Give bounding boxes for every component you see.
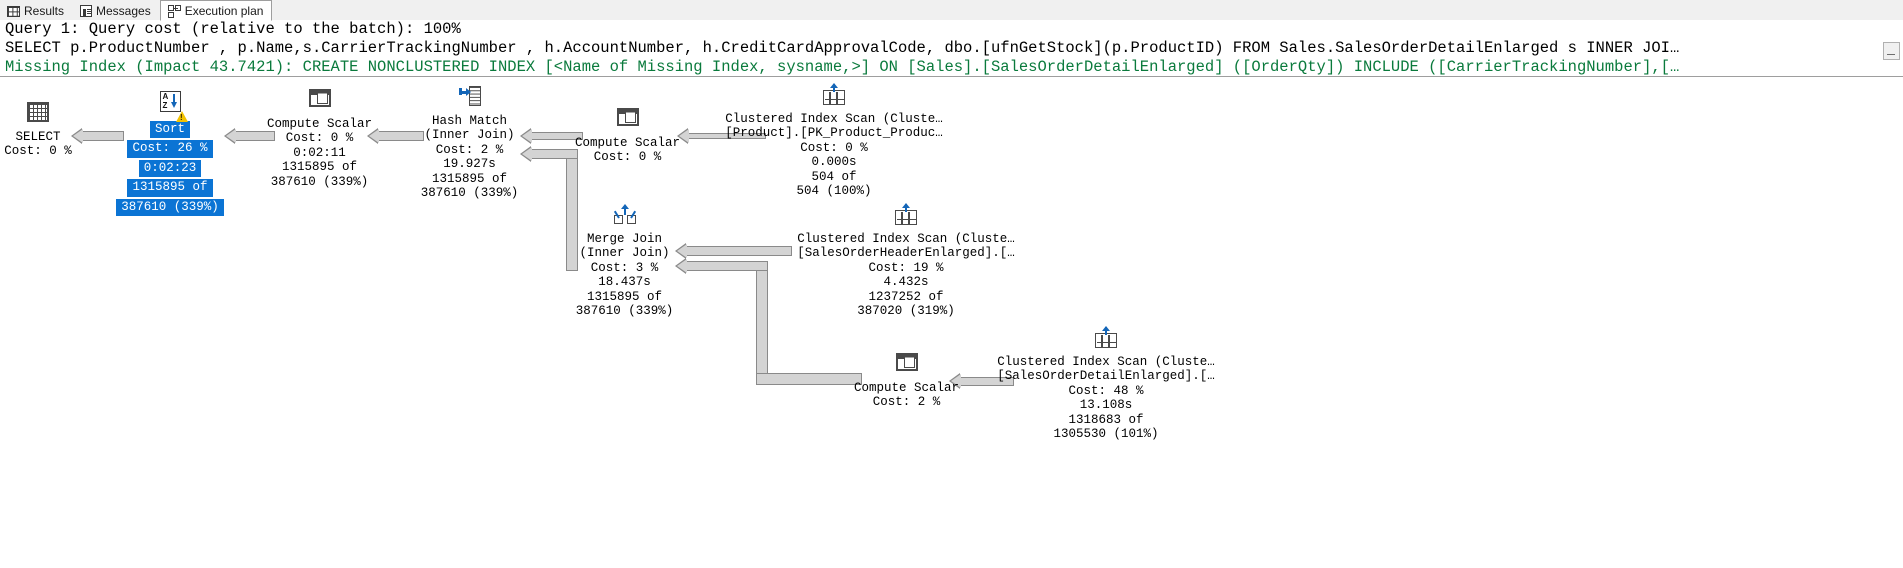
plan-node-merge-join-line-2: Cost: 3 % — [590, 260, 659, 275]
tab-messages-label: Messages — [96, 3, 151, 18]
plan-node-cis-detail-line-3: 13.108s — [1079, 398, 1133, 413]
merge-join-icon — [612, 204, 638, 230]
plan-node-hash-match-line-0: Hash Match — [431, 114, 507, 128]
compute-scalar-icon — [615, 108, 641, 134]
query-pane-scroll-button[interactable] — [1883, 42, 1900, 60]
connector-compute2-to-hashmatch — [520, 128, 583, 144]
plan-node-compute-scalar-3-line-0: Compute Scalar — [853, 381, 960, 395]
plan-node-cis-product-line-0: Clustered Index Scan (Cluste… — [725, 112, 943, 126]
connector-sort-to-select — [71, 128, 124, 144]
plan-node-cis-product-line-2: Cost: 0 % — [800, 140, 868, 155]
plan-node-cis-header-line-2: Cost: 19 % — [868, 260, 944, 275]
connector-hashmatch-to-compute1 — [367, 128, 424, 144]
plan-node-compute-scalar-2-line-1: Cost: 0 % — [593, 150, 662, 165]
plan-node-select-line-1: Cost: 0 % — [4, 144, 72, 159]
tab-messages[interactable]: Messages — [73, 0, 160, 20]
tab-execution-plan-label: Execution plan — [184, 3, 264, 18]
plan-node-compute-scalar-1-line-0: Compute Scalar — [266, 117, 373, 131]
plan-node-merge-join-line-5: 387610 (339%) — [575, 304, 674, 319]
messages-icon — [80, 5, 93, 17]
grid-icon — [7, 5, 20, 17]
connector-cisproduct-to-compute2 — [677, 128, 766, 144]
plan-node-sort[interactable]: AZ Sort Cost: 26 % 0:02:23 1315895 of 38… — [110, 89, 230, 217]
plan-node-hash-match[interactable]: Hash Match (Inner Join) Cost: 2 % 19.927… — [408, 83, 531, 200]
plan-node-cis-product-line-3: 0.000s — [811, 155, 857, 170]
plan-node-merge-join-line-4: 1315895 of — [586, 289, 662, 304]
plan-node-merge-join-line-3: 18.437s — [598, 275, 651, 290]
connector-cisdetail-to-compute3 — [949, 373, 1014, 389]
plan-node-cis-header-line-3: 4.432s — [883, 275, 929, 290]
plan-node-hash-match-line-1: (Inner Join) — [424, 128, 515, 143]
plan-node-sort-line-4: 387610 (339%) — [116, 198, 224, 217]
plan-node-clustered-index-scan-detail[interactable]: Clustered Index Scan (Cluste… [SalesOrde… — [986, 324, 1226, 441]
plan-node-compute-scalar-2-line-0: Compute Scalar — [574, 136, 681, 150]
plan-node-cis-header-line-5: 387020 (319%) — [857, 304, 955, 319]
plan-node-sort-line-3: 1315895 of — [127, 179, 213, 197]
plan-node-hash-match-line-4: 1315895 of — [431, 171, 507, 186]
clustered-index-scan-icon — [1093, 326, 1119, 353]
plan-node-hash-match-line-5: 387610 (339%) — [420, 186, 519, 201]
connector-compute3-to-mergejoin — [675, 255, 862, 387]
compute-scalar-icon — [307, 89, 333, 115]
plan-node-merge-join-line-1: (Inner Join) — [579, 246, 670, 261]
plan-node-cis-detail-line-4: 1318683 of — [1068, 412, 1144, 427]
connector-mergejoin-to-hashmatch — [520, 141, 583, 271]
plan-node-hash-match-line-2: Cost: 2 % — [435, 142, 504, 157]
result-grid-icon — [25, 102, 51, 128]
execution-plan-icon — [167, 4, 181, 18]
plan-node-select-line-0: SELECT — [15, 130, 61, 144]
plan-node-sort-line-0: Sort — [149, 121, 190, 139]
hash-match-icon — [457, 86, 483, 112]
tab-results[interactable]: Results — [0, 0, 74, 20]
plan-node-cis-detail-line-0: Clustered Index Scan (Cluste… — [997, 355, 1215, 369]
plan-node-cis-product-line-1: [Product].[PK_Product_Produc… — [725, 126, 943, 141]
plan-node-cis-detail-line-2: Cost: 48 % — [1068, 383, 1144, 398]
plan-node-cis-product-line-5: 504 (100%) — [796, 184, 872, 199]
plan-node-cis-detail-line-1: [SalesOrderDetailEnlarged].[… — [997, 369, 1215, 384]
results-tabstrip: Results Messages Execution plan — [0, 0, 1903, 21]
plan-node-compute-scalar-1-line-4: 387610 (339%) — [270, 174, 369, 189]
tab-execution-plan[interactable]: Execution plan — [159, 0, 273, 21]
plan-node-compute-scalar-1-line-3: 1315895 of — [281, 160, 357, 175]
connector-compute1-to-sort — [224, 128, 275, 144]
plan-node-cis-header-line-1: [SalesOrderHeaderEnlarged].[… — [797, 246, 1015, 261]
query-sql-line: SELECT p.ProductNumber , p.Name,s.Carrie… — [5, 39, 1680, 57]
plan-node-compute-scalar-2[interactable]: Compute Scalar Cost: 0 % — [565, 104, 690, 165]
plan-node-compute-scalar-1-line-1: Cost: 0 % — [285, 131, 354, 146]
missing-index-line: Missing Index (Impact 43.7421): CREATE N… — [5, 58, 1680, 76]
tab-results-label: Results — [24, 3, 65, 18]
clustered-index-scan-icon — [893, 203, 919, 230]
warning-icon — [176, 111, 188, 122]
plan-node-compute-scalar-1-line-2: 0:02:11 — [293, 145, 346, 160]
plan-node-compute-scalar-3[interactable]: Compute Scalar Cost: 2 % — [844, 349, 969, 410]
execution-plan-canvas[interactable]: SELECT Cost: 0 % AZ Sort Cost: 26 % 0:02… — [0, 77, 1903, 568]
plan-node-clustered-index-scan-header[interactable]: Clustered Index Scan (Cluste… [SalesOrde… — [786, 201, 1026, 318]
clustered-index-scan-icon — [821, 83, 847, 110]
plan-node-cis-detail-line-5: 1305530 (101%) — [1053, 427, 1159, 442]
plan-node-select[interactable]: SELECT Cost: 0 % — [0, 99, 78, 159]
plan-node-cis-header-line-4: 1237252 of — [868, 289, 944, 304]
plan-node-merge-join[interactable]: Merge Join (Inner Join) Cost: 3 % 18.437… — [563, 201, 686, 318]
plan-node-compute-scalar-3-line-1: Cost: 2 % — [872, 395, 941, 410]
compute-scalar-icon — [894, 353, 920, 379]
plan-node-merge-join-line-0: Merge Join — [586, 232, 662, 246]
plan-node-clustered-index-scan-product[interactable]: Clustered Index Scan (Cluste… [Product].… — [700, 81, 968, 198]
connector-cisheader-to-mergejoin — [675, 243, 792, 259]
plan-node-cis-header-line-0: Clustered Index Scan (Cluste… — [797, 232, 1015, 246]
query-cost-line: Query 1: Query cost (relative to the bat… — [5, 20, 461, 38]
plan-node-sort-line-2: 0:02:23 — [138, 159, 202, 178]
plan-node-sort-line-1: Cost: 26 % — [127, 140, 213, 158]
query-text-pane: Query 1: Query cost (relative to the bat… — [0, 20, 1903, 77]
plan-node-cis-product-line-4: 504 of — [811, 169, 857, 184]
plan-node-hash-match-line-3: 19.927s — [443, 157, 496, 172]
plan-node-compute-scalar-1[interactable]: Compute Scalar Cost: 0 % 0:02:11 1315895… — [257, 85, 382, 189]
